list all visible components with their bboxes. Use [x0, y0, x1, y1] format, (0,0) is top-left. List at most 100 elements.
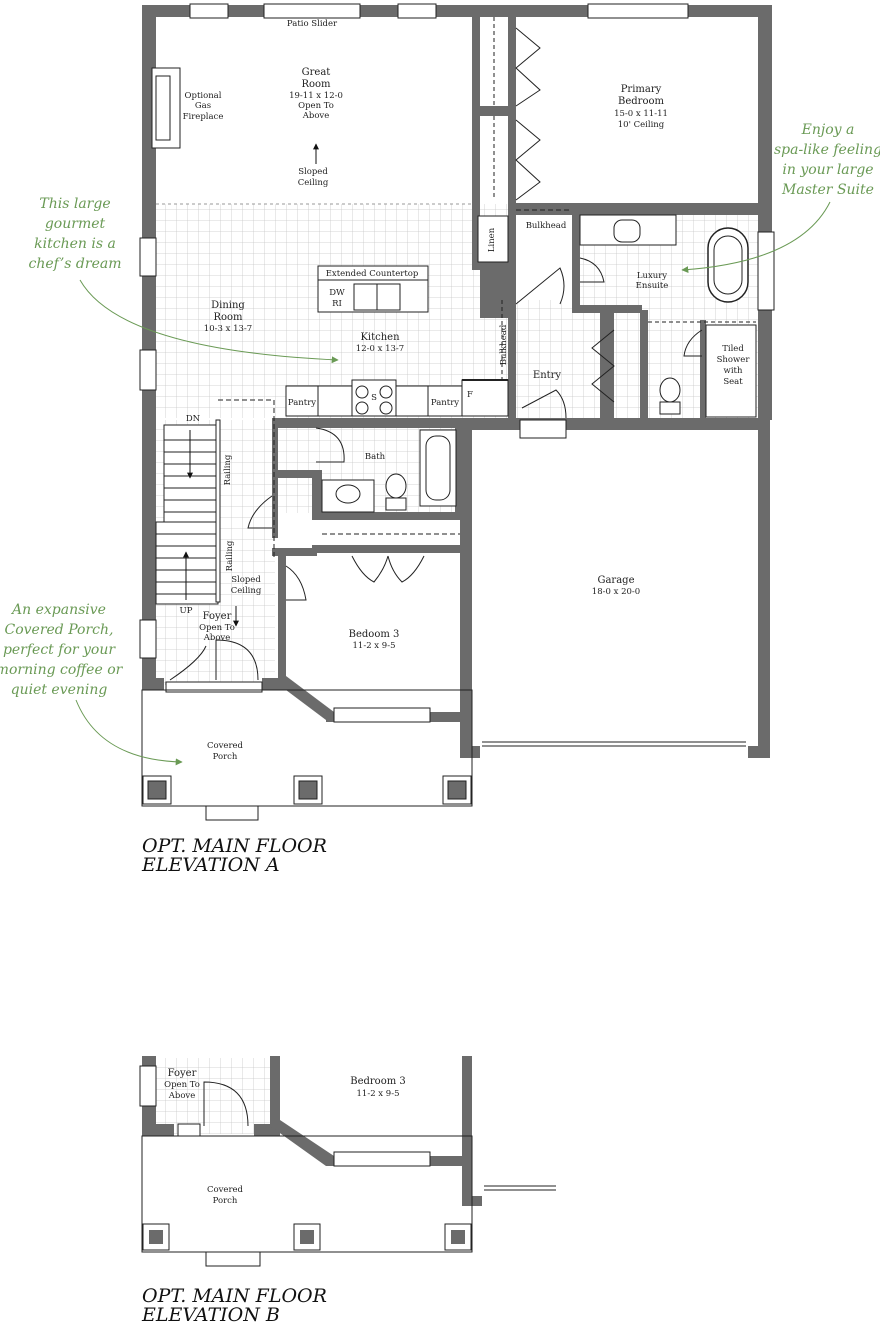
bedroom3-top-wall [312, 545, 462, 553]
bath-tub-inner [425, 435, 451, 501]
svg-text:Shower: Shower [717, 355, 751, 365]
plan-elevation-b: Foyer Open To Above Bedroom 3 11-2 x 9-5… [139, 1056, 556, 1322]
wc-left-wall [640, 310, 648, 420]
b-angled-wall [270, 1120, 334, 1166]
svg-text:An expansive: An expansive [10, 602, 106, 618]
b-porch-columns [142, 1223, 472, 1251]
svg-text:Primary: Primary [621, 84, 662, 95]
svg-text:Open To: Open To [298, 101, 334, 111]
kitchen-label: Kitchen 12-0 x 13-7 [356, 332, 404, 354]
svg-text:This large: This large [39, 196, 110, 212]
foyer-label: Foyer Open To Above [199, 611, 235, 643]
window-ensuite [757, 231, 775, 311]
garage-right-wall [758, 418, 770, 758]
svg-text:Above: Above [203, 633, 231, 643]
svg-text:Fireplace: Fireplace [183, 112, 224, 122]
kitchen-column [480, 270, 512, 318]
ensuite-door-swing [579, 257, 605, 283]
hall-closet-wall [272, 470, 322, 478]
bulkhead-top-label: Bulkhead [526, 221, 567, 231]
svg-text:Great: Great [302, 67, 331, 78]
svg-text:Room: Room [213, 312, 243, 323]
closet-bifold-2 [515, 119, 541, 201]
svg-text:gourmet: gourmet [45, 216, 106, 232]
bedroom3-label: Bedoom 3 11-2 x 9-5 [349, 629, 400, 651]
svg-text:10' Ceiling: 10' Ceiling [618, 120, 665, 130]
bath-door-swing [315, 427, 345, 463]
covered-porch-label: Covered Porch [207, 741, 244, 762]
b-window-foyer [139, 1065, 157, 1107]
porch-columns [142, 775, 472, 805]
fridge-label: F [467, 390, 473, 400]
stove-label: S [371, 393, 377, 403]
window-top-1 [189, 3, 229, 19]
ensuite-toilet-tank [659, 401, 681, 415]
tiled-shower-label: Tiled Shower with Seat [717, 344, 751, 387]
svg-text:11-2 x 9-5: 11-2 x 9-5 [357, 1089, 400, 1099]
callout-kitchen: This large gourmet kitchen is a chef’s d… [28, 196, 339, 364]
entry-door-frame [519, 419, 567, 439]
bath-toilet [385, 473, 407, 499]
front-door-sidelight-swing [169, 645, 207, 681]
svg-text:Foyer: Foyer [168, 1068, 197, 1079]
svg-text:Kitchen: Kitchen [360, 332, 400, 343]
garage-label: Garage 18-0 x 20-0 [592, 575, 640, 597]
elevation-a-title: OPT. MAIN FLOOR ELEVATION A [141, 835, 327, 876]
stove-burner-4 [379, 401, 393, 415]
svg-text:Optional: Optional [185, 91, 222, 101]
svg-text:15-0 x 11-11: 15-0 x 11-11 [614, 109, 668, 119]
dw-label: DW [329, 288, 345, 298]
svg-text:Ceiling: Ceiling [298, 178, 329, 188]
bedroom3-b-label: Bedroom 3 11-2 x 9-5 [350, 1076, 406, 1099]
window-dining-1 [139, 237, 157, 277]
svg-text:Bedroom: Bedroom [618, 96, 664, 107]
ensuite-left-wall [572, 207, 580, 307]
svg-text:Master Suite: Master Suite [781, 182, 874, 198]
fireplace-box [155, 75, 171, 141]
garage-right-pier [748, 746, 770, 758]
b-covered-porch-outline [141, 1135, 473, 1253]
bath-bottom-wall [312, 512, 462, 520]
dining-room-label: Dining Room 10-3 x 13-7 [204, 300, 252, 334]
svg-text:Luxury: Luxury [637, 271, 667, 281]
left-exterior-wall [142, 5, 156, 690]
bedroom3-door-swing [285, 565, 307, 601]
railing-top-label: Railing [223, 454, 233, 485]
svg-text:Above: Above [302, 111, 330, 121]
entry-left-wall [508, 305, 516, 423]
svg-text:Ceiling: Ceiling [231, 586, 262, 596]
covered-porch-b-label: Covered Porch [207, 1185, 244, 1206]
window-top-2 [397, 3, 437, 19]
svg-text:spa-like feeling: spa-like feeling [774, 142, 880, 158]
svg-text:OPT. MAIN FLOOR: OPT. MAIN FLOOR [142, 835, 327, 857]
bath-vanity-wall [312, 475, 322, 515]
window-bedroom3 [333, 707, 431, 723]
b-right-wall [462, 1056, 472, 1206]
bath-right-wall [455, 428, 463, 518]
closet-shelf-wall [480, 106, 510, 116]
callout-suite: Enjoy a spa-like feeling in your large M… [681, 122, 880, 274]
svg-text:Seat: Seat [723, 377, 743, 387]
window-foyer [139, 619, 157, 659]
stove [351, 379, 397, 417]
svg-text:ELEVATION B: ELEVATION B [141, 1304, 280, 1322]
ensuite-sink [613, 219, 641, 243]
window-primary [587, 3, 689, 19]
stove-burner-1 [355, 385, 369, 399]
linen-closet [477, 215, 509, 263]
railing-bottom-label: Railing [225, 540, 235, 571]
sloped-ceiling-foyer-label: Sloped Ceiling [231, 575, 262, 596]
elevation-b-title: OPT. MAIN FLOOR ELEVATION B [141, 1285, 327, 1322]
svg-text:OPT. MAIN FLOOR: OPT. MAIN FLOOR [142, 1285, 327, 1307]
foyer-door-threshold [165, 681, 263, 693]
b-front-door-swing [203, 1081, 249, 1127]
stair-treads-up [156, 533, 218, 595]
foyer-left-pier [142, 678, 164, 690]
window-dining-2 [139, 349, 157, 391]
bath-toilet-tank [385, 497, 407, 511]
b-bedroom-left-wall [270, 1056, 280, 1132]
svg-text:Open To: Open To [199, 623, 235, 633]
sloped-ceiling-great-label: Sloped Ceiling [298, 167, 329, 188]
fireplace-label: Optional Gas Fireplace [183, 91, 224, 122]
bulkhead-side-label: Bulkhead [499, 324, 509, 365]
